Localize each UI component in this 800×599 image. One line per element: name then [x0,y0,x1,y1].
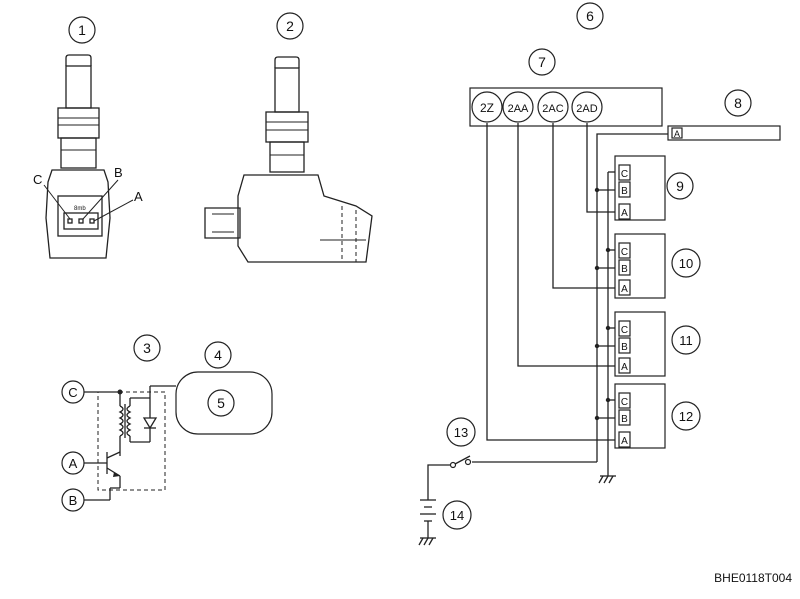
ecu-pin-2z: 2Z [471,91,503,123]
schematic-terminal-a: A [61,451,85,475]
svg-text:B: B [69,493,78,508]
callout-14: 14 [442,500,472,530]
svg-text:7: 7 [538,54,546,70]
callout-13: 13 [446,417,476,447]
callout-4: 4 [204,341,232,369]
ecu-pin-2aa: 2AA [502,91,534,123]
reference-code: BHE0118T004 [714,571,792,585]
svg-text:B: B [621,186,628,197]
callout-8: 8 [724,89,752,117]
svg-text:6: 6 [586,8,594,24]
svg-text:A: A [621,284,628,295]
ecu-pin-2ac: 2AC [537,91,569,123]
svg-text:11: 11 [679,333,693,348]
coil11-pins: C B A [618,320,631,374]
callout-9: 9 [666,172,694,200]
callout-6: 6 [576,2,604,30]
svg-text:5: 5 [217,395,225,411]
coil9-pins: C B A [618,164,631,220]
svg-text:2AD: 2AD [576,103,597,115]
svg-text:2: 2 [286,18,294,34]
svg-text:1: 1 [78,22,86,38]
svg-text:B: B [621,264,628,275]
callout-12: 12 [671,401,701,431]
svg-text:9: 9 [676,178,684,194]
callout-3: 3 [133,334,161,362]
svg-text:14: 14 [450,508,464,523]
svg-text:3: 3 [143,340,151,356]
svg-text:2AC: 2AC [542,103,563,115]
svg-text:C: C [621,169,628,180]
svg-text:A: A [621,208,628,219]
callout-2: 2 [276,12,304,40]
svg-text:8mb: 8mb [74,206,86,212]
svg-text:C: C [621,325,628,336]
svg-text:13: 13 [454,425,468,440]
coil12-pins: C B A [618,392,631,448]
schematic-terminal-c: C [61,380,85,404]
svg-text:4: 4 [214,347,222,363]
wiring-harness [418,87,781,546]
svg-text:A: A [621,362,628,373]
svg-text:2AA: 2AA [508,103,529,115]
schematic-terminal-b: B [61,488,85,512]
svg-text:2Z: 2Z [480,101,494,115]
coil-terminal-b-label: B [114,165,123,180]
coil-internal-schematic [84,371,273,501]
coil10-pins: C B A [618,242,631,296]
ignition-coil-2-drawing [204,56,373,263]
svg-text:C: C [621,397,628,408]
callout-11: 11 [671,325,701,355]
svg-text:B: B [621,414,628,425]
callout-5: 5 [207,389,235,417]
svg-text:B: B [621,342,628,353]
relay-pin-a: A [671,127,683,139]
ecu-pin-2ad: 2AD [571,91,603,123]
svg-text:8: 8 [734,95,742,111]
svg-text:A: A [621,436,628,447]
svg-text:A: A [674,129,680,139]
coil-terminal-a-label: A [134,189,143,204]
coil-terminal-c-label: C [33,172,42,187]
svg-text:A: A [69,456,78,471]
svg-text:10: 10 [679,256,693,271]
relay-connector-8 [667,125,781,141]
ignition-coil-1-drawing: 8mb [43,54,134,259]
svg-text:C: C [621,247,628,258]
callout-7: 7 [528,48,556,76]
callout-10: 10 [671,248,701,278]
svg-text:12: 12 [679,409,693,424]
callout-1: 1 [68,16,96,44]
svg-text:C: C [68,385,77,400]
